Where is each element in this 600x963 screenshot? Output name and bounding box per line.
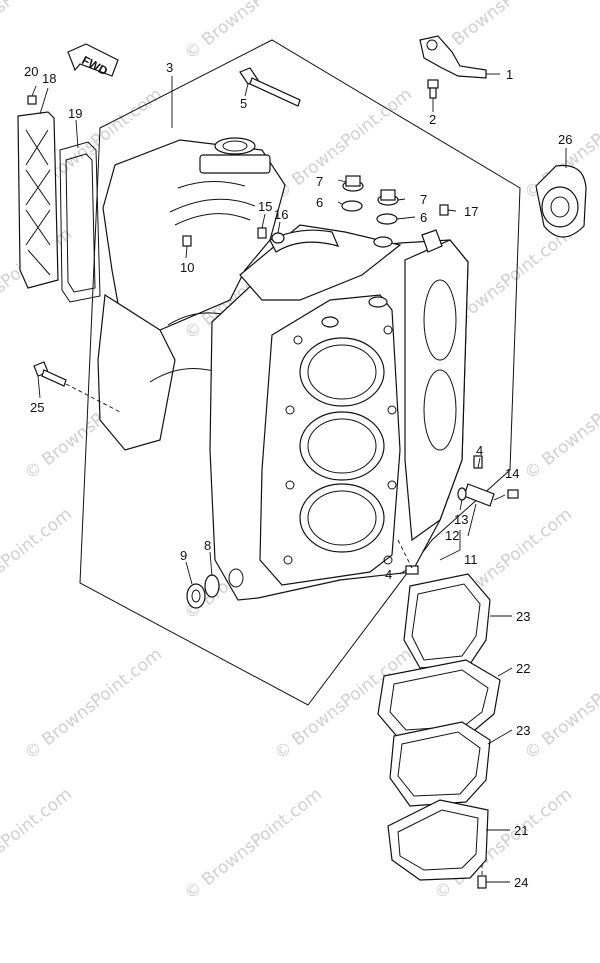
watermark-text: © BrownsPoint.com: [0, 504, 76, 624]
callout-23-upper: 23: [516, 609, 530, 624]
assembly-outline: [79, 39, 521, 706]
callout-3: 3: [166, 60, 173, 75]
callout-7-right: 7: [420, 192, 427, 207]
callout-20: 20: [24, 64, 38, 79]
plug-part-7-right: [377, 189, 399, 206]
gasket-part-23-lower: [389, 721, 491, 807]
callout-21: 21: [514, 823, 528, 838]
long-bolt-part-5: [239, 67, 301, 107]
gasket-part-23-upper: [403, 573, 491, 669]
callout-15: 15: [258, 199, 272, 214]
gasket-part-8: [204, 574, 220, 598]
plug-part-7-left: [342, 175, 364, 192]
gasket-part-19: [59, 141, 101, 303]
callout-5: 5: [240, 96, 247, 111]
callout-24: 24: [514, 875, 528, 890]
callout-9: 9: [180, 548, 187, 563]
callout-16: 16: [274, 207, 288, 222]
bolt-25-leader: [65, 383, 121, 413]
callout-labels: 1 2 3 4 4 5 6 6 7 7 8 9 10 11 12 13 14 1…: [24, 60, 572, 890]
callout-1: 1: [506, 67, 513, 82]
plate-part-22: [377, 659, 501, 741]
callout-2: 2: [429, 112, 436, 127]
bolt-part-2: [427, 79, 439, 99]
callout-6-right: 6: [420, 210, 427, 225]
callout-14: 14: [505, 466, 519, 481]
screw-part-20: [27, 95, 37, 105]
gasket-part-6-left: [341, 200, 363, 212]
o-ring-part-13: [457, 487, 467, 501]
watermark-text: © BrownsPoint.com: [521, 364, 600, 484]
leader-lines: [31, 73, 567, 883]
watermark-text: © BrownsPoint.com: [21, 644, 166, 764]
callout-26: 26: [558, 132, 572, 147]
callout-8: 8: [204, 538, 211, 553]
callout-22: 22: [516, 661, 530, 676]
watermark-text: © BrownsPoint.com: [521, 644, 600, 764]
callout-11: 11: [464, 552, 478, 567]
gasket-part-6-right: [376, 213, 398, 225]
bolt-part-25: [33, 361, 67, 387]
forward-arrow-icon: FWD: [67, 43, 119, 78]
gasket-part-19-inner: [65, 153, 96, 293]
cylinder-block: [97, 137, 469, 601]
dowel-part-10: [182, 235, 192, 247]
callout-10: 10: [180, 260, 194, 275]
callout-4-lower: 4: [385, 567, 392, 582]
ring-part-16: [271, 232, 285, 244]
callout-17: 17: [464, 204, 478, 219]
callout-6-left: 6: [316, 195, 323, 210]
callout-7-left: 7: [316, 174, 323, 189]
watermark-text: © BrownsPoint.com: [0, 0, 76, 64]
sensor-part-12: [463, 483, 495, 507]
stud-part-15: [257, 227, 267, 239]
callout-4-upper: 4: [476, 443, 483, 458]
callout-23-lower: 23: [516, 723, 530, 738]
cover-part-21: [387, 799, 489, 881]
watermark-text: © BrownsPoint.com: [181, 784, 326, 904]
callout-25: 25: [30, 400, 44, 415]
bolt-part-24: [477, 875, 487, 889]
callout-18: 18: [42, 71, 56, 86]
bolt-4-leader: [397, 539, 413, 569]
oil-filter-part-26: [535, 164, 587, 238]
watermark-text: © BrownsPoint.com: [181, 0, 326, 64]
callout-12: 12: [445, 528, 459, 543]
watermark-text: © BrownsPoint.com: [0, 784, 76, 904]
callout-19: 19: [68, 106, 82, 121]
plug-part-9: [186, 583, 206, 609]
cover-plate-part-18: [17, 111, 59, 289]
callout-13: 13: [454, 512, 468, 527]
plug-part-17: [439, 204, 449, 216]
bolt-part-14: [507, 489, 519, 499]
